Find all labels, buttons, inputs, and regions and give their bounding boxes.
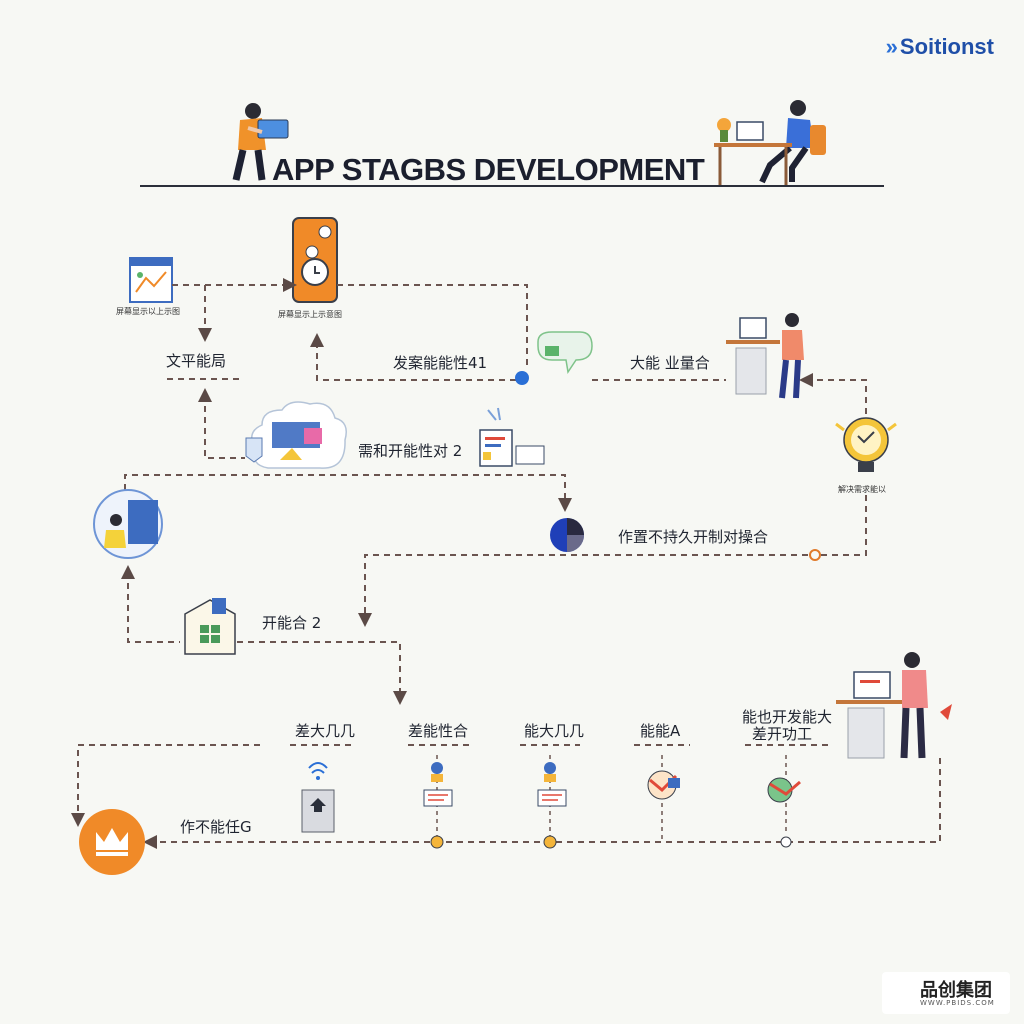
person-at-desk-icon xyxy=(726,313,804,399)
footer-brand-name: 品创集团 xyxy=(920,980,992,1001)
handshake-icon-1 xyxy=(647,755,680,840)
server-wifi-icon xyxy=(301,762,335,833)
cloud-design-icon xyxy=(245,401,347,469)
footer-brand: 品创集团 WWW.PBIDS.COM xyxy=(882,972,1010,1014)
connector-house-down xyxy=(237,641,407,705)
stage-label-4: 能能A xyxy=(640,722,681,740)
stage-label-2: 差能性合 xyxy=(408,722,469,740)
connector-row2-top xyxy=(124,474,572,512)
stage-label-3: 能大几几 xyxy=(524,722,585,740)
developer-at-screen-icon xyxy=(93,489,163,559)
screen-mockup-caption: 屏幕显示以上示图 xyxy=(116,307,180,316)
crown-end-icon xyxy=(79,809,145,875)
person-desk-illustration-right xyxy=(714,100,826,185)
connector-back-to-phone xyxy=(310,333,527,381)
connector-dev-to-house xyxy=(121,565,180,643)
connector-bulb-to-desk xyxy=(799,373,867,425)
stage-label-5-line1: 能也开发能大 xyxy=(742,708,833,726)
stage-label-5-line2: 差开功工 xyxy=(752,725,813,743)
stage-label-1: 差大几几 xyxy=(295,722,356,740)
person-presenting-icon xyxy=(836,652,952,759)
phone-app-icon xyxy=(292,217,338,303)
orange-ring-marker xyxy=(809,549,821,561)
connector-row2-bottom xyxy=(358,554,808,627)
blue-dot-marker xyxy=(515,371,529,385)
node-3-label: 大能 业量合 xyxy=(630,354,710,372)
person-laptop-illustration-left xyxy=(232,103,289,181)
brand-name: Soitionst xyxy=(899,34,994,59)
end-label: 作不能任G xyxy=(180,818,252,836)
node-6-label: 开能合 2 xyxy=(262,614,322,632)
document-chart-icon xyxy=(479,407,545,467)
pie-progress-icon xyxy=(550,518,584,552)
chat-bubbles-icon xyxy=(537,331,593,374)
node-1-label: 文平能局 xyxy=(166,352,227,370)
bulb-caption: 解决需求能以 xyxy=(838,485,886,494)
footer-brand-url: WWW.PBIDS.COM xyxy=(920,999,995,1007)
connector-bulb-down xyxy=(820,495,867,556)
connector-node1-to-cloud xyxy=(198,388,245,459)
connector-bottom-trunk xyxy=(143,758,941,849)
node-4-label: 需和开能性对 2 xyxy=(358,442,463,460)
brand-logo: »Soitionst xyxy=(885,34,994,59)
connector-phone-right xyxy=(337,284,528,370)
idea-bulb-icon xyxy=(835,417,897,472)
page-title: APP STAGBS DEVELOPMENT xyxy=(272,152,705,187)
node-5-label: 作置不持久开制对操合 xyxy=(618,528,769,546)
connector-to-crown xyxy=(71,744,260,827)
list-card-icon-1 xyxy=(423,755,453,849)
phone-caption: 屏幕显示上示意图 xyxy=(278,310,342,319)
node-2-label: 发案能能性41 xyxy=(393,354,488,372)
title-underline xyxy=(140,185,884,187)
app-window-house-icon xyxy=(184,598,236,655)
list-card-icon-2 xyxy=(537,755,567,849)
handshake-icon-2 xyxy=(767,755,801,848)
screen-mockup-icon xyxy=(129,257,173,303)
